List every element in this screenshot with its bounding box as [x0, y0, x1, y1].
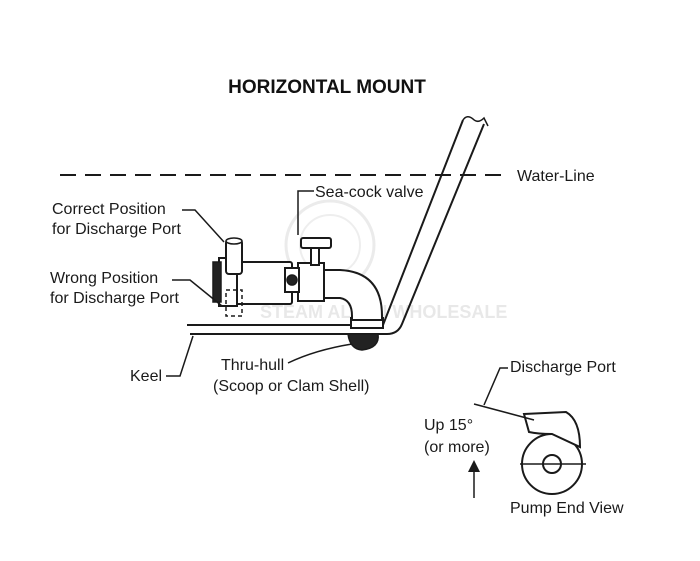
- sea-cock-leader: [297, 190, 314, 235]
- angle-arrowhead-icon: [468, 460, 480, 472]
- angle-reference-line: [473, 403, 535, 421]
- pump-end-view-label: Pump End View: [510, 500, 624, 517]
- keel-label: Keel: [130, 368, 162, 385]
- up-angle-label-1: Up 15°: [424, 417, 473, 434]
- wrong-position-label-1: Wrong Position: [50, 270, 158, 287]
- elbow-pipe: [317, 269, 383, 321]
- wrong-position-label-2: for Discharge Port: [50, 290, 179, 307]
- discharge-port-label: Discharge Port: [510, 359, 616, 376]
- wrong-position-leader: [172, 279, 223, 307]
- sea-cock-valve: [297, 237, 332, 302]
- sea-cock-label: Sea-cock valve: [315, 184, 424, 201]
- watermark-text: STEAM ALLEN WHOLESALE: [260, 302, 507, 322]
- water-line-label: Water-Line: [517, 168, 595, 185]
- page-title: HORIZONTAL MOUNT: [228, 77, 426, 98]
- thru-hull-fitting: [347, 317, 384, 351]
- thru-hull-leader: [287, 343, 353, 364]
- watermark: STEAM ALLEN WHOLESALE: [260, 199, 507, 322]
- correct-discharge-port: [225, 239, 243, 275]
- correct-position-label-1: Correct Position: [52, 201, 166, 218]
- pump-end-view: [473, 403, 586, 495]
- keel-leader: [166, 335, 194, 377]
- up-angle-label-2: (or more): [424, 439, 490, 456]
- thru-hull-label-2: (Scoop or Clam Shell): [213, 378, 370, 395]
- correct-position-leader: [182, 209, 225, 243]
- correct-position-label-2: for Discharge Port: [52, 221, 181, 238]
- thru-hull-label-1: Thru-hull: [221, 357, 284, 374]
- wrong-discharge-port: [225, 289, 243, 317]
- discharge-port-leader: [483, 367, 508, 406]
